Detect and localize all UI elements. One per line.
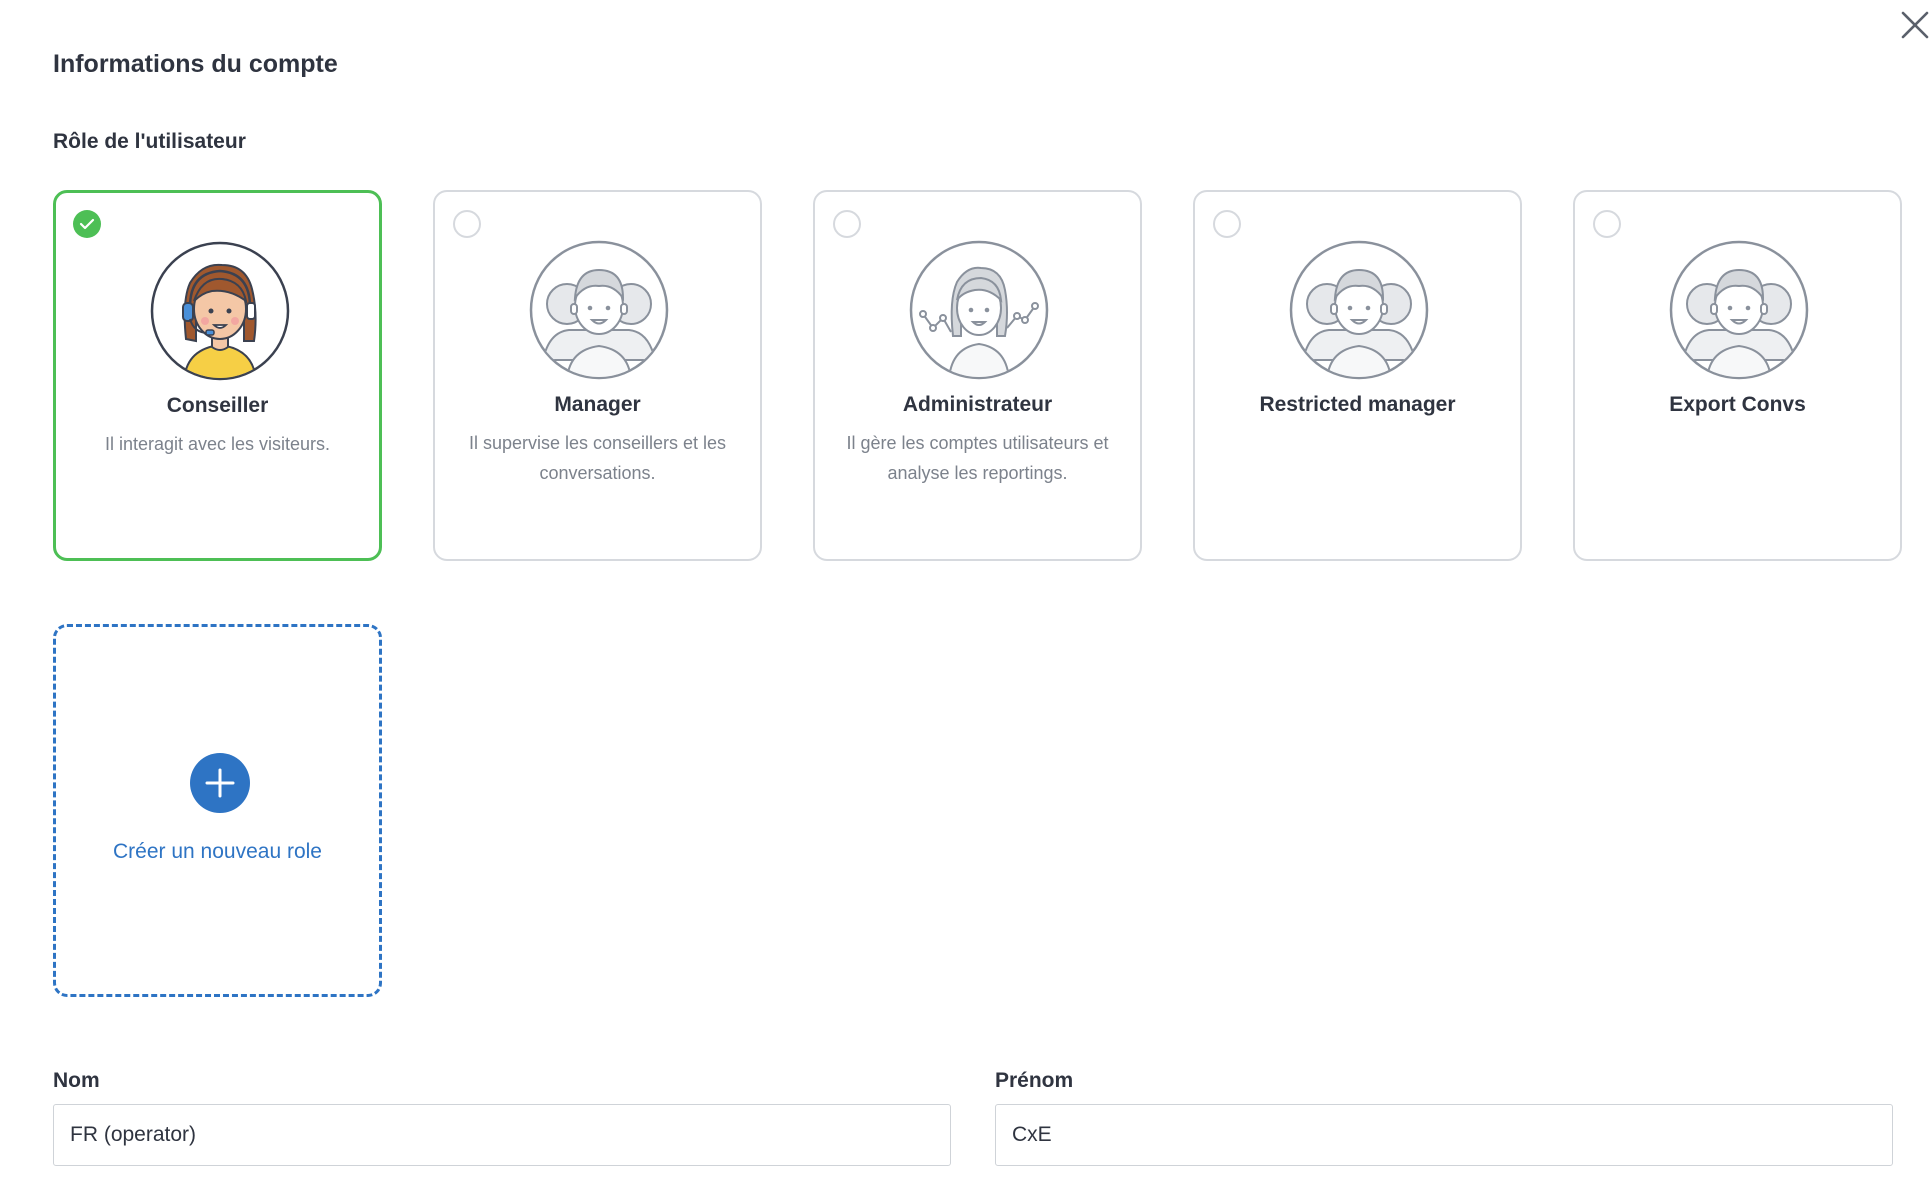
role-card-manager[interactable]: Manager Il supervise les conseillers et … (433, 190, 762, 561)
team-avatar-icon (1669, 240, 1809, 380)
role-card-administrateur[interactable]: Administrateur Il gère les comptes utili… (813, 190, 1142, 561)
support-agent-avatar-icon (150, 241, 290, 381)
role-card-export-convs[interactable]: Export Convs (1573, 190, 1902, 561)
role-radio[interactable] (1213, 210, 1241, 238)
close-icon (1901, 11, 1929, 39)
role-radio[interactable] (1593, 210, 1621, 238)
team-avatar-icon (529, 240, 669, 380)
role-name: Restricted manager (1259, 393, 1456, 416)
create-role-label: Créer un nouveau role (113, 840, 322, 863)
role-name: Manager (554, 393, 641, 416)
role-card-restricted-manager[interactable]: Restricted manager (1193, 190, 1522, 561)
role-name: Conseiller (166, 394, 269, 417)
plus-icon (205, 768, 235, 798)
page-title: Informations du compte (53, 50, 338, 78)
add-role-circle (190, 753, 250, 813)
last-name-input[interactable] (53, 1104, 951, 1166)
role-radio[interactable] (453, 210, 481, 238)
role-card-conseiller[interactable]: Conseiller Il interagit avec les visiteu… (53, 190, 382, 561)
role-name: Administrateur (902, 393, 1053, 416)
last-name-label: Nom (53, 1069, 100, 1092)
analyst-avatar-icon (909, 240, 1049, 380)
role-section-label: Rôle de l'utilisateur (53, 130, 246, 153)
close-button[interactable] (1898, 8, 1932, 42)
role-name: Export Convs (1669, 393, 1806, 416)
role-radio-checked[interactable] (73, 210, 101, 238)
first-name-label: Prénom (995, 1069, 1074, 1092)
role-description: Il supervise les conseillers et les conv… (468, 433, 727, 483)
first-name-input[interactable] (995, 1104, 1893, 1166)
role-description: Il gère les comptes utilisateurs et anal… (846, 433, 1109, 483)
check-icon (79, 218, 95, 230)
role-description: Il interagit avec les visiteurs. (104, 434, 331, 454)
role-radio[interactable] (833, 210, 861, 238)
create-role-button[interactable]: Créer un nouveau role (53, 624, 382, 997)
team-avatar-icon (1289, 240, 1429, 380)
